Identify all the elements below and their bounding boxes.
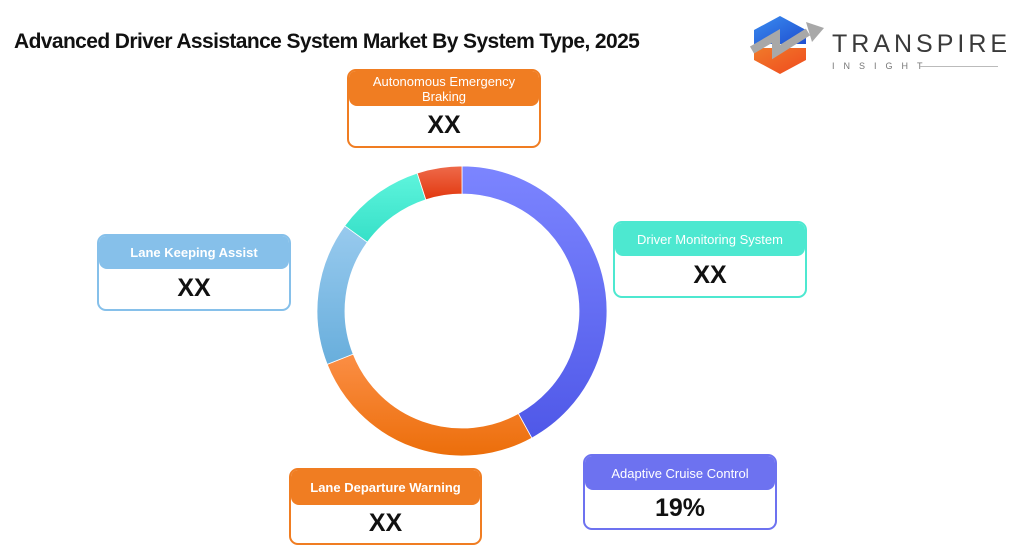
logo-hexagon-icon	[749, 16, 824, 74]
card-lane-departure-warning: Lane Departure Warning XX	[289, 468, 482, 545]
donut-segment-adaptive-cruise-control	[461, 165, 608, 439]
card-label: Lane Departure Warning	[291, 470, 480, 505]
logo-divider	[920, 66, 998, 67]
card-label: Autonomous Emergency Braking	[349, 71, 539, 106]
donut-segment-lane-keeping-assist	[316, 225, 368, 365]
card-value: XX	[693, 261, 727, 289]
card-driver-monitoring-system: Driver Monitoring System XX	[613, 221, 807, 298]
card-label: Adaptive Cruise Control	[585, 456, 775, 490]
card-adaptive-cruise-control: Adaptive Cruise Control 19%	[583, 454, 777, 530]
card-lane-keeping-assist: Lane Keeping Assist XX	[97, 234, 291, 311]
card-value: XX	[177, 274, 211, 302]
transpire-logo: TRANSPIRE INSIGHT	[749, 14, 1007, 76]
card-autonomous-emergency-braking: Autonomous Emergency Braking XX	[347, 69, 541, 148]
card-value: XX	[427, 111, 461, 139]
donut-segment-lane-departure-warning	[326, 353, 533, 457]
logo-tagline: INSIGHT	[832, 61, 932, 71]
card-value: 19%	[654, 494, 706, 522]
card-label: Driver Monitoring System	[615, 223, 805, 256]
card-value: XX	[368, 509, 403, 537]
donut-segment-driver-monitoring-system	[344, 172, 427, 243]
donut-segment-autonomous-emergency-braking	[416, 165, 463, 201]
card-label: Lane Keeping Assist	[99, 236, 289, 269]
logo-name: TRANSPIRE	[832, 30, 1012, 58]
chart-title: Advanced Driver Assistance System Market…	[14, 30, 640, 53]
